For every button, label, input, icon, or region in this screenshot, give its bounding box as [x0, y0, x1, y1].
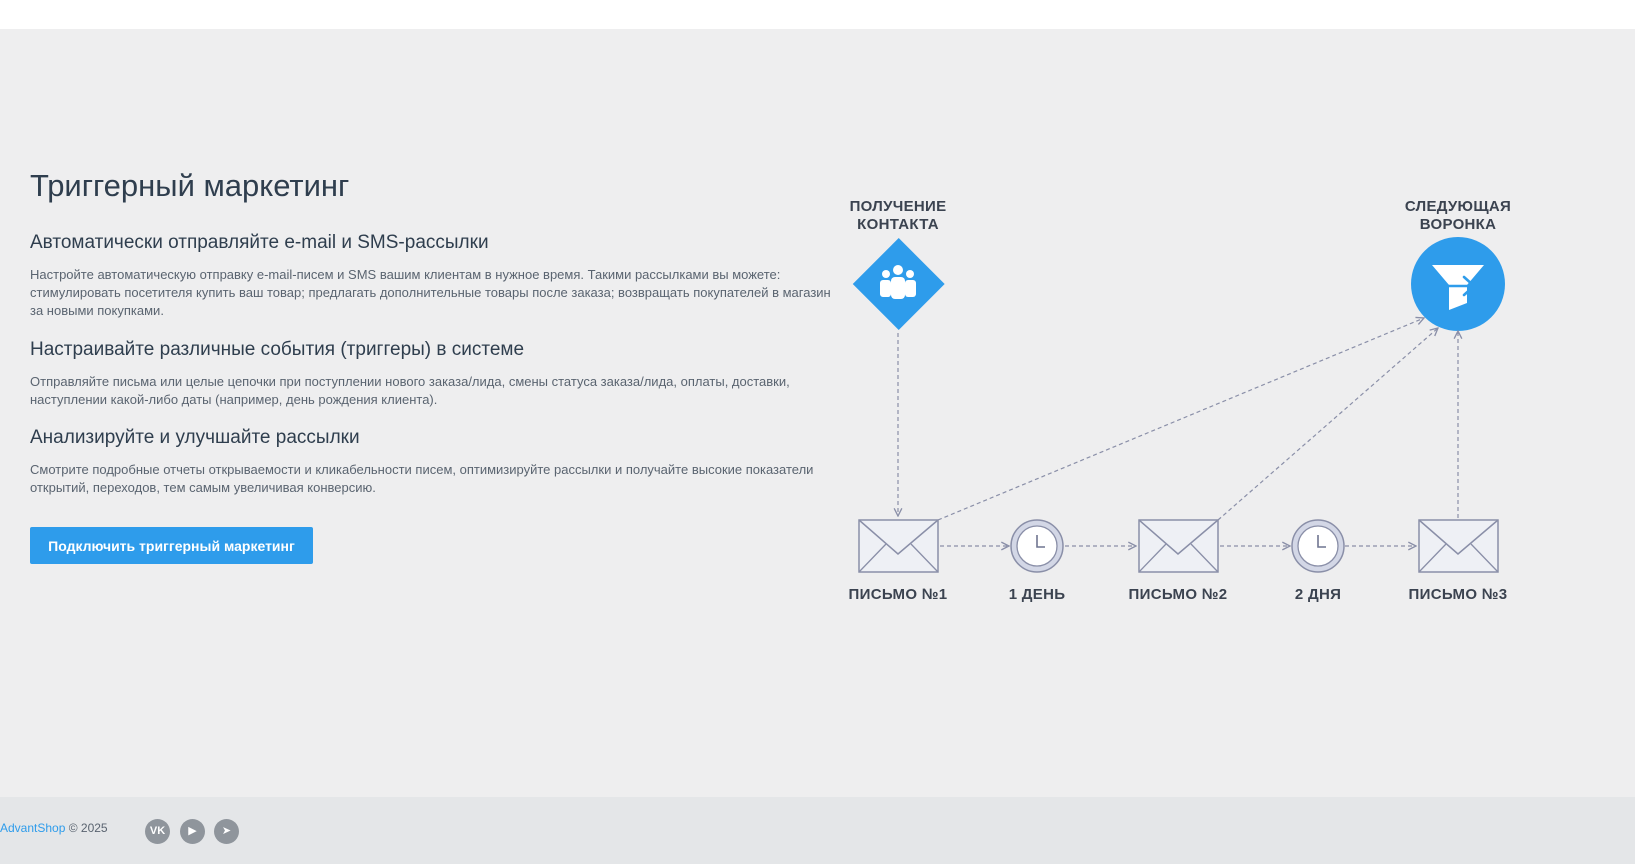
email-2-envelope-icon — [1138, 519, 1219, 573]
trigger-marketing-section: Триггерный маркетинг Автоматически отпра… — [0, 29, 1635, 797]
email-3-envelope-icon — [1418, 519, 1499, 573]
email-3-label: ПИСЬМО №3 — [1409, 586, 1508, 603]
contact-diamond-icon — [852, 238, 945, 330]
feature-heading-triggers: Настраивайте различные события (триггеры… — [30, 339, 525, 360]
feature-text-analytics: Смотрите подробные отчеты открываемости … — [30, 462, 814, 495]
footer-copyright: AdvantShop © 2025 — [0, 821, 108, 835]
email-2-label: ПИСЬМО №2 — [1129, 586, 1228, 603]
clock-2-icon — [1291, 519, 1345, 573]
top-bar — [0, 0, 1635, 29]
funnel-icon — [1411, 237, 1505, 331]
email-1-label: ПИСЬМО №1 — [849, 586, 948, 603]
copyright-text: © 2025 — [68, 821, 108, 835]
feature-text-auto-mailing: Настройте автоматическую отправку e-mail… — [30, 267, 831, 318]
flow-connectors — [898, 318, 1458, 546]
end-label-line1: СЛЕДУЮЩАЯ — [1405, 198, 1511, 215]
feature-text-triggers: Отправляйте письма или целые цепочки при… — [30, 374, 790, 407]
delay-2-label: 2 ДНЯ — [1295, 586, 1341, 603]
clock-1-icon — [1010, 519, 1064, 573]
feature-heading-analytics: Анализируйте и улучшайте рассылки — [30, 427, 360, 448]
footer: AdvantShop © 2025 VK ▶ ➤ — [0, 797, 1635, 864]
delay-1-label: 1 ДЕНЬ — [1009, 586, 1066, 603]
connect-trigger-marketing-button[interactable]: Подключить триггерный маркетинг — [30, 527, 313, 564]
telegram-icon[interactable]: ➤ — [214, 819, 239, 844]
youtube-icon[interactable]: ▶ — [180, 819, 205, 844]
end-label-line2: ВОРОНКА — [1420, 216, 1497, 233]
trigger-flow-diagram: ПОЛУЧЕНИЕ КОНТАКТА СЛЕДУЮЩАЯ ВОРОНКА — [849, 198, 1511, 603]
brand-link[interactable]: AdvantShop — [0, 821, 66, 835]
feature-heading-auto-mailing: Автоматически отправляйте e-mail и SMS-р… — [30, 232, 489, 253]
email-1-envelope-icon — [858, 519, 939, 573]
vk-icon[interactable]: VK — [145, 819, 170, 844]
start-label-line1: ПОЛУЧЕНИЕ — [850, 198, 947, 215]
page-title: Триггерный маркетинг — [30, 168, 350, 203]
start-label-line2: КОНТАКТА — [857, 216, 939, 233]
